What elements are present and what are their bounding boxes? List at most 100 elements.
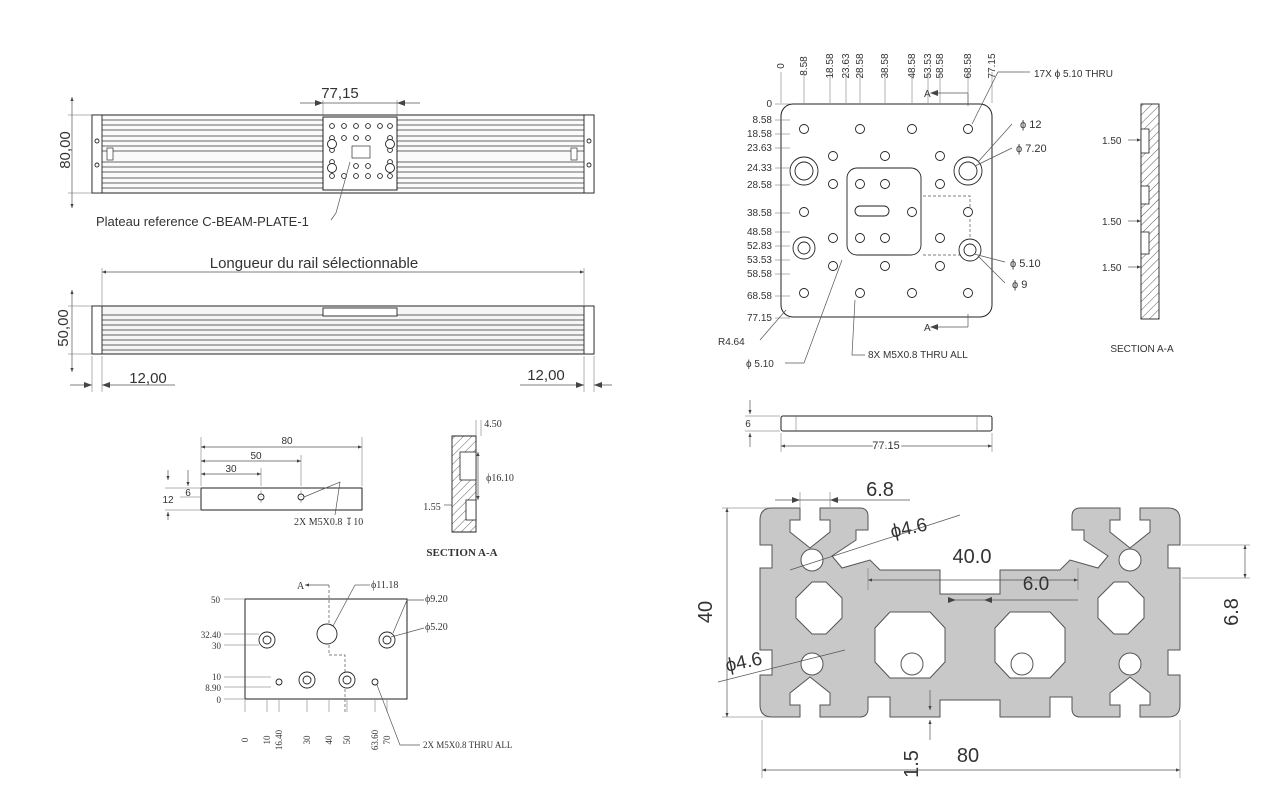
leader-line [974, 147, 1013, 167]
plate-edge-view: 6 77.15 [745, 400, 993, 454]
plate-x-dimension: 18.58 [825, 53, 836, 78]
plate-right-inner-callout: ϕ 5.10 [1010, 258, 1041, 270]
tap-note-leader [303, 481, 341, 516]
plate-hole [377, 173, 383, 179]
block-section-top-dimension: 4.50 [484, 419, 502, 430]
plate-thickness-dimension: 6 [745, 419, 751, 430]
dimension-arrows [576, 382, 602, 388]
plate-hole [329, 123, 335, 129]
leader-line [977, 255, 1006, 284]
leader-line [785, 259, 843, 364]
block-x-dimension: 40 [324, 735, 334, 745]
block-x-dimension: 0 [240, 737, 250, 742]
profile-core-hole [1118, 652, 1142, 676]
leader-line [376, 684, 420, 746]
block-y-dimension: 32.40 [201, 630, 222, 640]
block-y-dimension: 10 [212, 672, 222, 682]
plate-hole [880, 233, 890, 243]
rail-length-label: Longueur du rail sélectionnable [210, 255, 418, 272]
profile-height-dimension: 40 [695, 601, 717, 623]
leader-line [971, 71, 1030, 125]
rail-height-dimension: 50,00 [55, 309, 72, 347]
plate-thru-note: 17X ϕ 5.10 THRU [1034, 69, 1113, 80]
plate-edge-outline [780, 415, 993, 432]
plate-hole [935, 179, 945, 189]
plate-y-dimension: 24.33 [747, 163, 772, 174]
plate-counterbore-inner [963, 243, 977, 257]
block-section-wall-dimension: 1.55 [423, 502, 441, 513]
plate-counterbore [385, 139, 395, 149]
block-cbore-outer-callout: ϕ9.20 [425, 594, 448, 605]
plate-holes [799, 124, 973, 298]
plate-edge-width-dimension: 77.15 [872, 440, 900, 452]
profile-slot-width-dimension: 6.0 [1023, 574, 1049, 595]
plate-hole [365, 123, 371, 129]
plate-counterbore [327, 163, 337, 173]
block-section-marker: A [297, 581, 305, 592]
section-arrow [930, 324, 938, 330]
plate-hole [880, 151, 890, 161]
extrusion-profile [759, 507, 1181, 718]
plate-hole [963, 124, 973, 134]
plate-counterbore-inner [794, 161, 814, 181]
rail-side-plate [322, 307, 398, 317]
leader-line [977, 123, 1013, 163]
plate-hole [353, 123, 359, 129]
profile-pitch-dimension: 40.0 [953, 546, 992, 568]
leader-line [390, 627, 425, 638]
profile-core-hole [800, 548, 824, 572]
plate-hole [880, 179, 890, 189]
rail-top-left-cap [91, 114, 103, 194]
plate-hole [855, 288, 865, 298]
block-section-bore-dimension: ϕ16.10 [486, 473, 514, 484]
profile-slot-dimension: 6.8 [866, 479, 894, 501]
leader-line [789, 514, 961, 571]
block-tap-thru-note: 2X M5X0.8 THRU ALL [423, 740, 512, 750]
block-big-hole-callout: ϕ11.18 [371, 580, 398, 591]
block-height-dimension: 12 [162, 495, 174, 506]
block-large-bore [316, 623, 338, 645]
leader-line [851, 299, 865, 356]
plate-label-leader [330, 161, 351, 221]
plate-x-dimension: 38.58 [880, 53, 891, 78]
plate-x-dimension: 0 [776, 63, 787, 69]
rail-gantry-plate-holes [327, 123, 395, 179]
plate-reference-label: Plateau reference C-BEAM-PLATE-1 [96, 214, 309, 229]
plate-hole [907, 207, 917, 217]
profile-core-hole [1118, 548, 1142, 572]
plate-hole [341, 123, 347, 129]
plate-section-dimension: 1.50 [1102, 136, 1122, 147]
plate-slot [854, 205, 890, 217]
rail-top-view: 80,00 77,15 Plateau reference C-BEAM-PLA… [57, 85, 595, 229]
block-x-dimension: 30 [302, 735, 312, 745]
plate-y-dimension: 28.58 [747, 180, 772, 191]
block-section-view: 4.50 ϕ16.10 1.55 SECTION A-A [423, 419, 514, 559]
block-section-hole [465, 499, 477, 521]
block-hole2-dimension: 50 [250, 451, 262, 462]
plate-hole [828, 261, 838, 271]
plate-hole [377, 123, 383, 129]
plate-hole [963, 288, 973, 298]
plate-counterbore-inner [797, 241, 811, 255]
plate-hole [353, 173, 359, 179]
block-hole-offset-dimension: 6 [185, 488, 191, 499]
plate-width-dimension: 77,15 [321, 85, 359, 102]
plate-x-dimension: 23.63 [841, 53, 852, 78]
block-tap-note: 2X M5X0.8 ↧10 [294, 517, 363, 528]
plate-y-dimension: 8.58 [753, 115, 773, 126]
plate-hole [855, 124, 865, 134]
profile-width-dimension: 80 [957, 745, 979, 767]
section-arrow [930, 90, 938, 96]
plate-hole [353, 163, 359, 169]
profile-core-hole [900, 652, 924, 676]
plate-y-dimension: 53.53 [747, 255, 772, 266]
leader-line [332, 584, 356, 627]
plate-hole [365, 163, 371, 169]
profile-top-hole-dimension: ϕ4.6 [889, 514, 930, 542]
plate-counterbore [327, 139, 337, 149]
block-section-title: SECTION A-A [426, 547, 497, 559]
plate-small-hole-callout: ϕ 5.10 [746, 359, 774, 370]
